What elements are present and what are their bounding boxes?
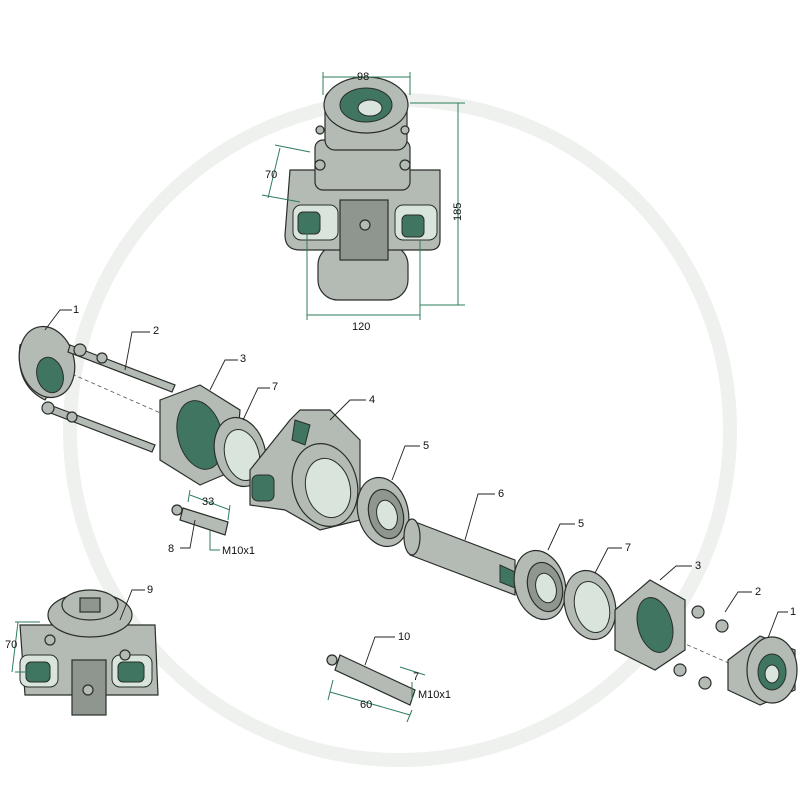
part-8-grease-pin [171, 504, 229, 536]
callouts: 1 2 3 7 4 5 6 5 7 3 2 1 8 9 10 [44, 304, 796, 666]
part-9-housing-assembled [19, 589, 159, 716]
part-1-left-cover [18, 325, 76, 401]
callout-9: 9 [147, 584, 153, 596]
callout-3-right: 3 [695, 560, 701, 572]
thread-m10-part8: M10x1 [222, 545, 255, 557]
callout-7-right: 7 [625, 542, 631, 554]
dimensions-top: 98 185 70 120 [261, 71, 465, 333]
dim-70-top: 70 [265, 169, 277, 181]
callout-1-right: 1 [790, 606, 796, 618]
part-10-pin [326, 654, 416, 706]
callout-10: 10 [398, 631, 410, 643]
part-7-seal-right [563, 569, 617, 641]
callout-7-left: 7 [272, 381, 278, 393]
callout-6: 6 [498, 488, 504, 500]
dim-33: 33 [202, 496, 214, 508]
dimensions-parts: 33 M10x1 70 60 7 M10x1 [5, 489, 451, 723]
callout-5-left: 5 [423, 440, 429, 452]
dim-60: 60 [360, 699, 372, 711]
dim-7: 7 [413, 671, 419, 683]
part-2-bolts-left [41, 343, 176, 453]
thread-m10-part10: M10x1 [418, 689, 451, 701]
callout-3-left: 3 [240, 353, 246, 365]
part-3-flange-right [614, 579, 686, 671]
callout-2-right: 2 [755, 586, 761, 598]
part-6-shaft [403, 518, 516, 596]
dim-120: 120 [352, 321, 370, 333]
callout-8: 8 [168, 543, 174, 555]
dim-185: 185 [452, 203, 464, 221]
part-4-housing [249, 409, 361, 531]
grease-nipple [359, 219, 371, 231]
callout-2-left: 2 [153, 325, 159, 337]
part-1-right-cover [727, 635, 798, 706]
part-5-bearing-right [513, 549, 567, 621]
callout-5-right: 5 [578, 518, 584, 530]
part-5-bearing-left [356, 476, 410, 548]
dim-98: 98 [357, 71, 369, 83]
callout-4: 4 [369, 394, 375, 406]
assembled-housing-top [284, 76, 441, 301]
dim-70-part9: 70 [5, 639, 17, 651]
callout-1-left: 1 [73, 304, 79, 316]
part-2-nuts-right [673, 605, 729, 690]
